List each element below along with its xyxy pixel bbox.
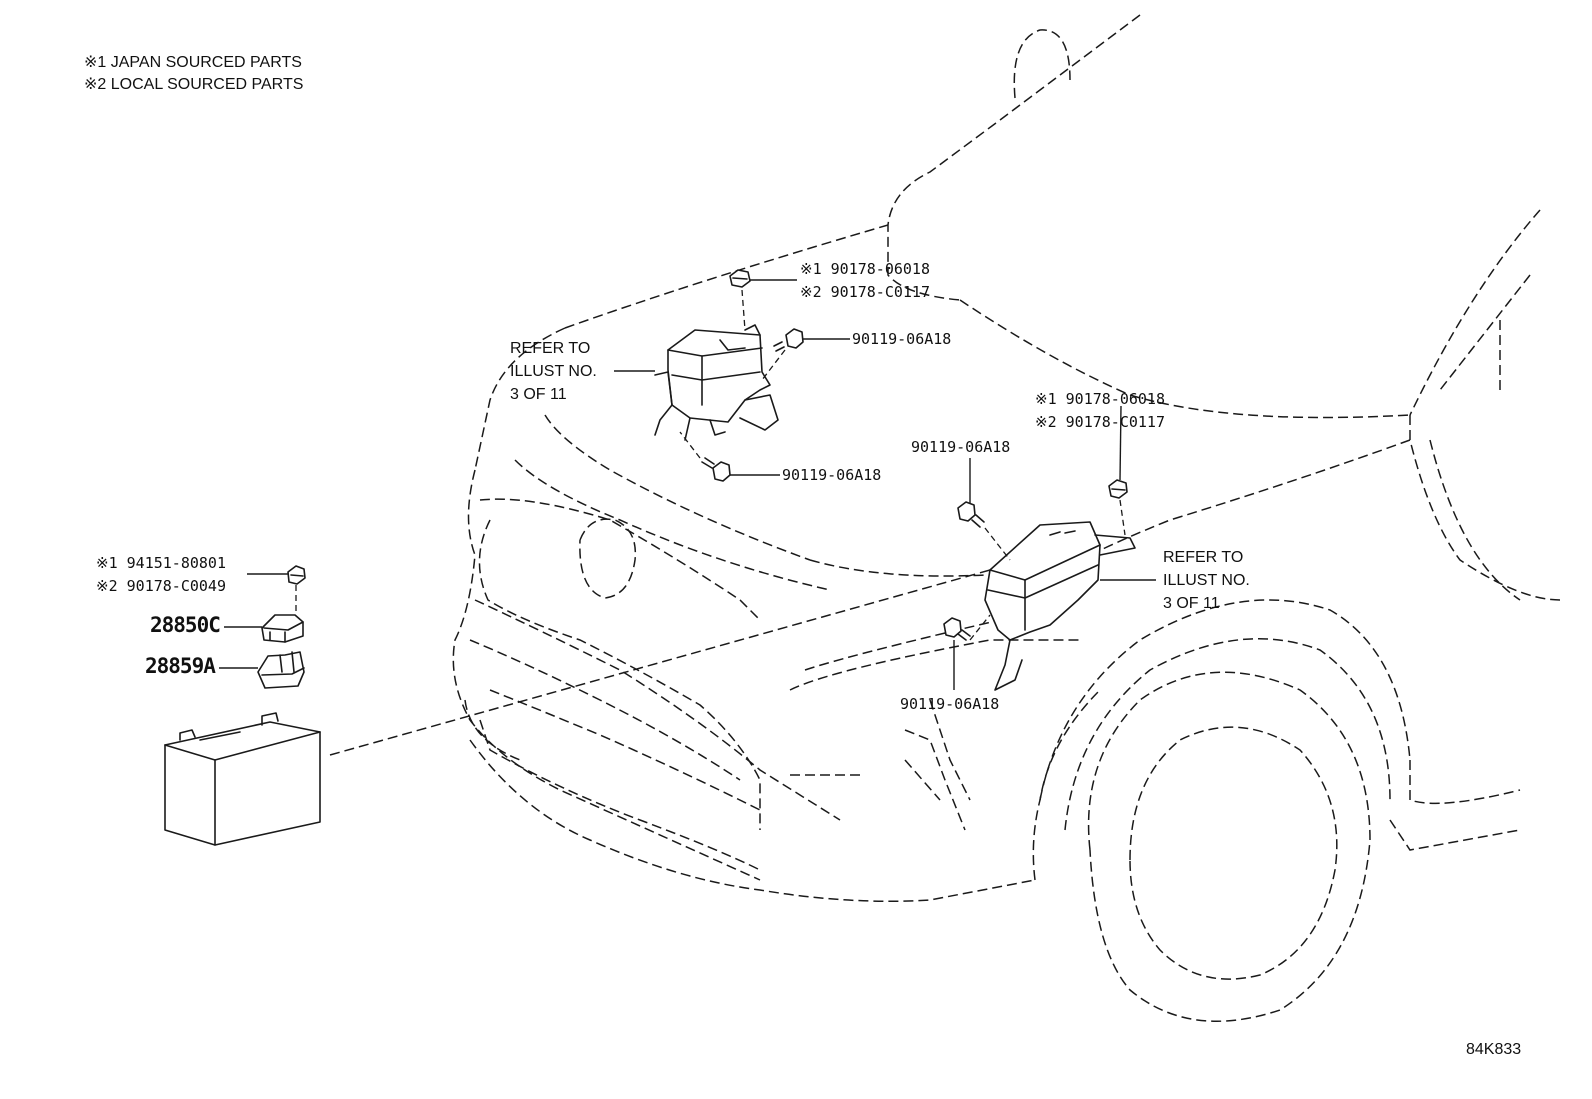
battery-holder-28859A [257,651,305,689]
part-number-local: ※2 90178-C0049 [96,577,226,595]
part-number: 28859A [145,654,216,678]
flange-nut-top [729,269,751,288]
relay-block-right [984,521,1136,691]
callout-bolt-right-bottom[interactable]: 90119-06A18 [900,693,999,716]
callout-clamp-28850C[interactable]: 28850C [150,613,221,637]
battery [164,712,321,846]
illustration-id: 84K833 [1466,1038,1521,1061]
part-number-japan: ※1 90178-06018 [1035,390,1165,408]
note-japan-sourced: ※1 JAPAN SOURCED PARTS [84,54,302,71]
callout-refer-left[interactable]: REFER TO ILLUST NO. 3 OF 11 [510,337,597,406]
part-number: 90119-06A18 [782,466,882,484]
callout-bolt-top-bottom[interactable]: 90119-06A18 [782,464,881,487]
callout-battery-nut[interactable]: ※1 94151-80801 ※2 90178-C0049 [96,552,226,598]
battery-clamp-28850C [261,614,304,643]
callout-bolt-right-top[interactable]: 90119-06A18 [911,436,1010,459]
refer-line: 3 OF 11 [1163,595,1220,612]
relay-block-upper [654,324,779,441]
part-number-local: ※2 90178-C0117 [800,283,930,301]
refer-line: ILLUST NO. [1163,572,1250,589]
callout-holder-28859A[interactable]: 28859A [145,654,216,678]
part-number-local: ※2 90178-C0117 [1035,413,1165,431]
bolt-top-bottom [701,457,731,482]
part-number: 90119-06A18 [852,330,952,348]
part-number: 90119-06A18 [900,695,1000,713]
callout-nut-right[interactable]: ※1 90178-06018 ※2 90178-C0117 [1035,388,1165,434]
illustration-code: 84K833 [1466,1041,1522,1058]
bolt-top-right [773,328,804,352]
refer-line: ILLUST NO. [510,363,597,380]
bolt-right-bottom [943,617,971,641]
callout-refer-right[interactable]: REFER TO ILLUST NO. 3 OF 11 [1163,546,1250,615]
part-number: 28850C [150,613,221,637]
part-number-japan: ※1 90178-06018 [800,260,930,278]
refer-line: REFER TO [1163,549,1244,566]
refer-line: REFER TO [510,340,591,357]
part-number-japan: ※1 94151-80801 [96,554,226,572]
vehicle-outline [329,14,1561,1022]
note-local-sourced: ※2 LOCAL SOURCED PARTS [84,76,304,93]
refer-line: 3 OF 11 [510,386,567,403]
part-number: 90119-06A18 [911,438,1011,456]
flange-nut-right [1108,479,1128,499]
sourcing-notes: ※1 JAPAN SOURCED PARTS ※2 LOCAL SOURCED … [84,52,303,96]
callout-bolt-top-right[interactable]: 90119-06A18 [852,328,951,351]
bolt-right-top [957,501,985,528]
battery-nut [287,565,306,585]
callout-nut-top[interactable]: ※1 90178-06018 ※2 90178-C0117 [800,258,930,304]
leader-lines [219,279,1156,690]
